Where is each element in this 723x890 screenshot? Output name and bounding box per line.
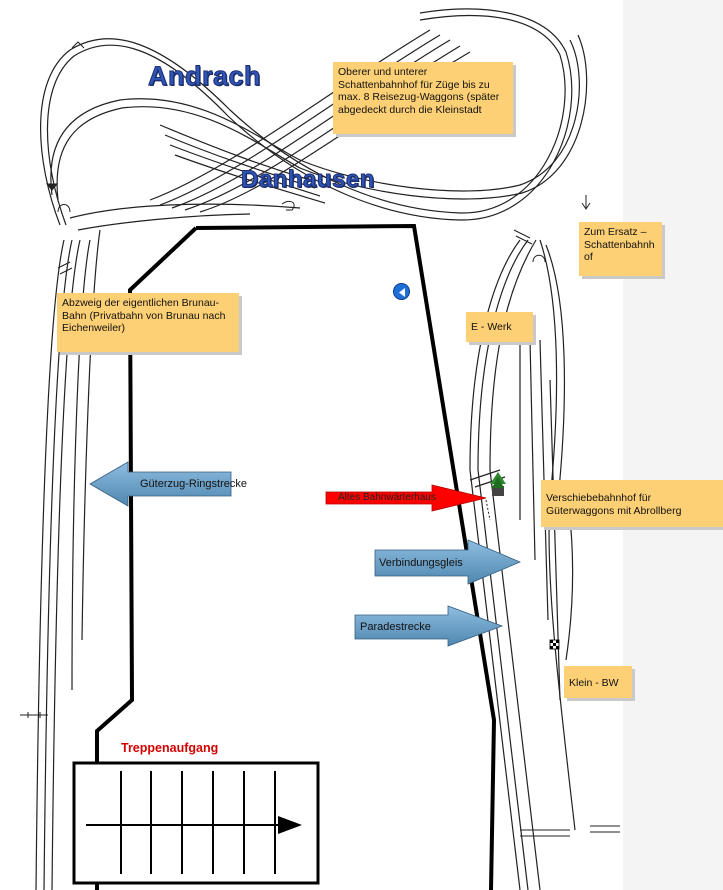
note-branch: Abzweig der eigentlichen Brunau-Bahn (Pr…: [57, 293, 239, 352]
back-triangle-icon[interactable]: [393, 283, 410, 300]
label-old-house: Altes Bahnwärterhaus: [338, 492, 436, 503]
label-freight-loop: Güterzug-Ringstrecke: [140, 478, 247, 490]
station-andrach: Andrach: [147, 61, 262, 92]
label-parade: Paradestrecke: [360, 621, 431, 633]
parade-arrow: [354, 605, 504, 647]
connecting-arrow: [374, 539, 522, 585]
label-connecting: Verbindungsgleis: [379, 557, 463, 569]
track-lines: [35, 8, 588, 890]
freight-loop-arrow: [89, 461, 232, 507]
note-marshalling: Verschiebebahnhof für Güterwaggons mit A…: [541, 480, 723, 527]
note-e-werk: E - Werk: [466, 312, 533, 342]
note-replacement: Zum Ersatz – Schattenbahnh of: [579, 222, 662, 276]
margin-area: [623, 0, 723, 890]
note-shadow-station: Oberer und unterer Schattenbahnhof für Z…: [333, 62, 513, 134]
old-house-arrow: [325, 484, 487, 512]
track-ticks: [20, 229, 620, 837]
stair-direction-arrow: [278, 816, 302, 834]
station-danhausen: Danhausen: [241, 166, 375, 194]
direction-arrows: [45, 41, 591, 263]
tree-house-icon: [485, 472, 506, 521]
checkered-marker-icon: [549, 639, 560, 650]
stairs-title: Treppenaufgang: [121, 741, 219, 755]
staircase: [72, 761, 320, 885]
note-depot: Klein - BW: [564, 666, 632, 698]
